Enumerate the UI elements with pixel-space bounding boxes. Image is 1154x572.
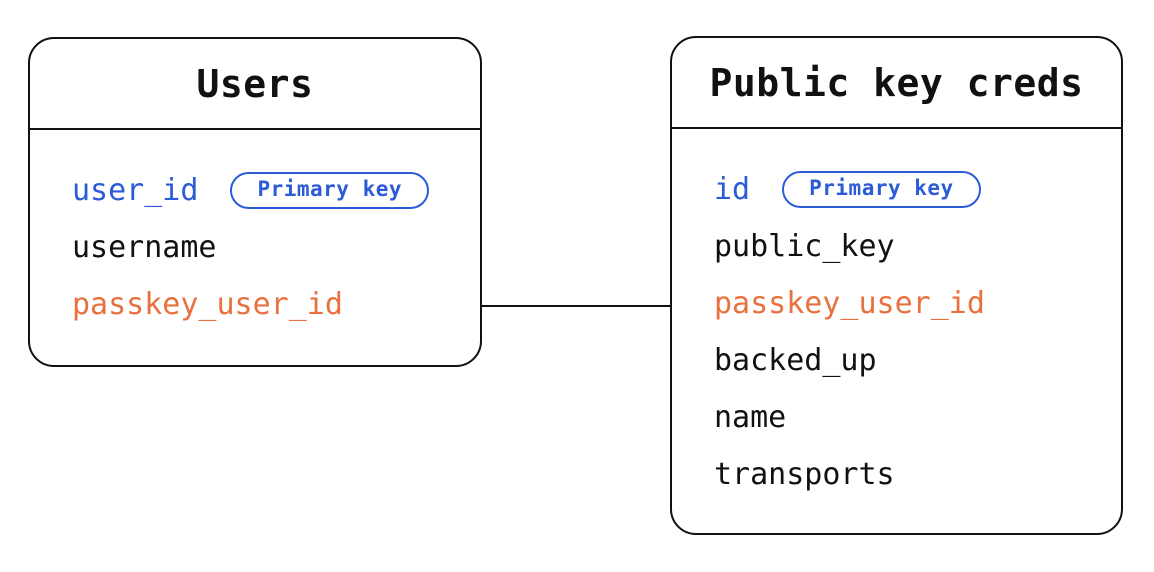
relationship-connector-line [481,305,671,307]
field-name-transports: transports [714,457,895,492]
field-row-public-key: public_key [714,218,1101,275]
field-name-username: username [72,230,217,265]
table-public-key-creds-fields: id Primary key public_key passkey_user_i… [672,129,1121,503]
field-row-name: name [714,389,1101,446]
table-users-title: Users [30,39,480,130]
field-name-name: name [714,400,787,435]
table-users-fields: user_id Primary key username passkey_use… [30,130,480,333]
field-name-id: id [714,172,751,207]
field-row-passkey-user-id: passkey_user_id [72,276,460,333]
primary-key-badge: Primary key [782,170,981,209]
field-row-user-id: user_id Primary key [72,162,460,219]
primary-key-badge: Primary key [230,171,430,210]
field-row-id: id Primary key [714,161,1101,218]
field-row-transports: transports [714,446,1101,503]
field-row-username: username [72,219,460,276]
field-row-passkey-user-id: passkey_user_id [714,275,1101,332]
table-public-key-creds-title: Public key creds [672,38,1121,129]
table-users: Users user_id Primary key username passk… [28,37,482,367]
field-row-backed-up: backed_up [714,332,1101,389]
table-public-key-creds: Public key creds id Primary key public_k… [670,36,1123,535]
field-name-passkey-user-id: passkey_user_id [72,287,343,322]
field-name-backed-up: backed_up [714,343,877,378]
field-name-public-key: public_key [714,229,895,264]
field-name-passkey-user-id: passkey_user_id [714,286,985,321]
field-name-user-id: user_id [72,173,199,208]
